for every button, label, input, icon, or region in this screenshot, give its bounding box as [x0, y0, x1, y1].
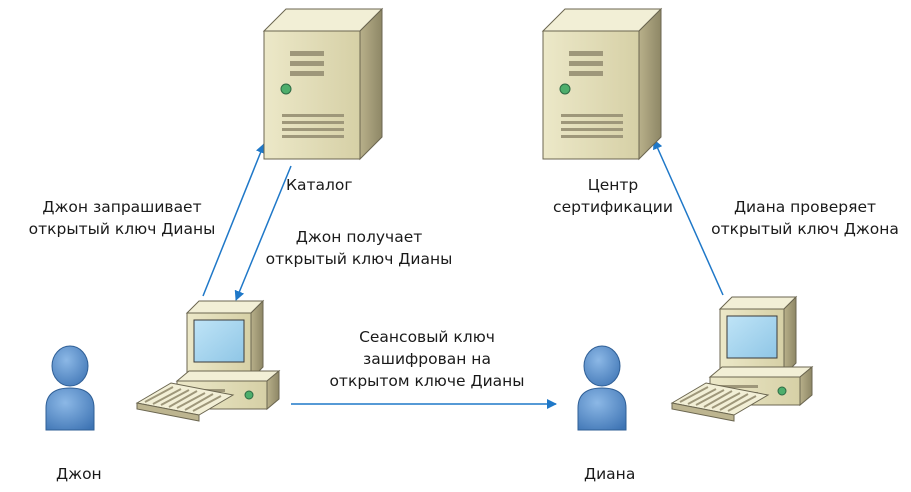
- john-receive-line2: открытый ключ Дианы: [265, 250, 453, 268]
- directory-server-icon: [263, 8, 383, 160]
- john-user-icon: [45, 345, 95, 431]
- arrow-diana-verify: [653, 139, 724, 296]
- diana-verify-line2: открытый ключ Джона: [711, 220, 899, 238]
- session-key-label: Сеансовый ключ зашифрован на открытом кл…: [312, 326, 542, 392]
- john-receive-line1: Джон получает: [295, 228, 423, 246]
- john-request-line2: открытый ключ Дианы: [28, 220, 216, 238]
- ca-label-line2: сертификации: [553, 198, 673, 216]
- session-key-line1: Сеансовый ключ: [359, 328, 495, 346]
- arrow-john-receive: [234, 165, 292, 301]
- directory-label: Каталог: [286, 176, 353, 194]
- ca-server-icon: [542, 8, 662, 160]
- john-receive-label: Джон получает открытый ключ Дианы: [244, 226, 474, 270]
- john-request-label: Джон запрашивает открытый ключ Дианы: [22, 196, 222, 240]
- john-label: Джон: [56, 465, 102, 483]
- diana-label: Диана: [584, 465, 636, 483]
- ca-label-line1: Центр: [587, 176, 639, 194]
- diana-verify-line1: Диана проверяет: [733, 198, 877, 216]
- session-key-line3: открытом ключе Дианы: [329, 372, 525, 390]
- diana-user-icon: [577, 345, 627, 431]
- session-key-line2: зашифрован на: [363, 350, 491, 368]
- diana-verify-label: Диана проверяет открытый ключ Джона: [700, 196, 910, 240]
- john-request-line1: Джон запрашивает: [42, 198, 202, 216]
- ca-label: Центр сертификации: [548, 174, 678, 218]
- arrow-john-request: [202, 143, 266, 297]
